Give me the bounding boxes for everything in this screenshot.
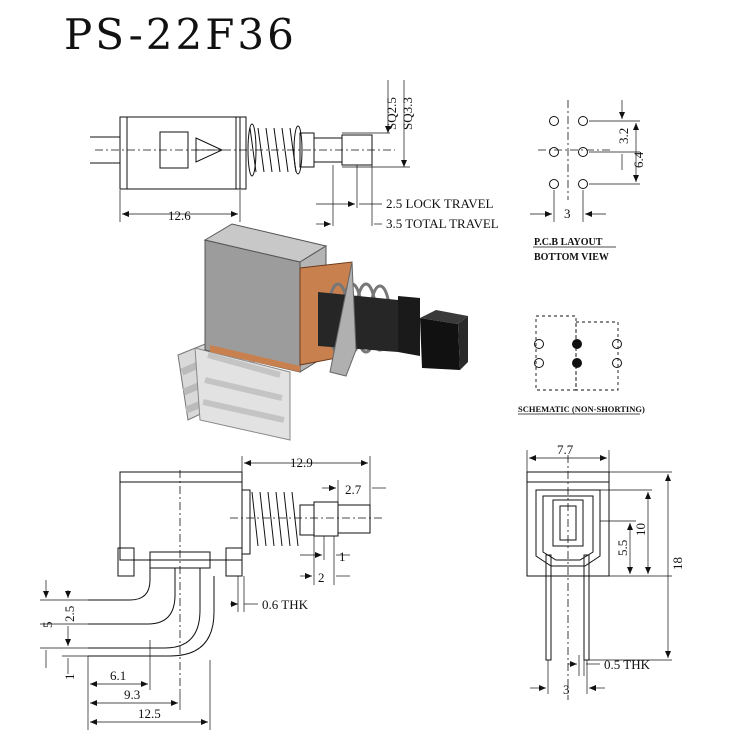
dim-pin-12-5: 12.5: [138, 706, 161, 721]
dim-front-width: 7.7: [557, 442, 574, 457]
schematic: [518, 315, 640, 415]
dim-front-thickness: 0.5 THK: [604, 657, 651, 672]
dim-body-length: 12.6: [168, 208, 191, 223]
pcb-layout: [530, 100, 640, 248]
part-title: PS-22F36: [64, 10, 297, 59]
dim-pin-1: 1: [62, 674, 77, 681]
dim-front-18: 18: [670, 557, 685, 570]
bottom-side-view: [40, 456, 386, 730]
lock-travel-label: 2.5 LOCK TRAVEL: [386, 196, 494, 211]
dim-pcb-pitch-h: 3: [564, 206, 571, 221]
dim-overall-length: 12.9: [290, 455, 313, 470]
switch-product-image: [177, 223, 468, 441]
dim-bottom-thickness: 0.6 THK: [262, 597, 309, 612]
pcb-hole-grid: [549, 116, 588, 189]
front-view: [526, 450, 672, 700]
side-view: [90, 80, 410, 227]
dim-front-5-5: 5.5: [615, 540, 630, 556]
dim-front-10: 10: [633, 523, 648, 536]
dim-pin-9-3: 9.3: [124, 687, 140, 702]
total-travel-label: 3.5 TOTAL TRAVEL: [386, 216, 499, 231]
dim-pcb-span-v: 6.4: [631, 151, 646, 168]
dim-pin-5: 5: [40, 622, 55, 629]
pcb-caption: P.C.B LAYOUT: [534, 237, 603, 248]
dim-front-pitch: 3: [563, 682, 570, 697]
dim-sq-large: SQ3.3: [400, 97, 415, 130]
dim-offset-2: 2: [318, 570, 325, 585]
dim-pin-2-5: 2.5: [62, 606, 77, 622]
dim-pcb-pitch-v: 3.2: [616, 128, 631, 144]
dim-offset-1: 1: [339, 549, 346, 564]
dim-pin-6-1: 6.1: [110, 668, 126, 683]
schematic-caption: SCHEMATIC (NON-SHORTING): [518, 404, 645, 414]
dim-plunger: 2.7: [345, 482, 362, 497]
pcb-caption-sub: BOTTOM VIEW: [534, 252, 609, 263]
dim-sq-small: SQ2.5: [384, 97, 399, 130]
